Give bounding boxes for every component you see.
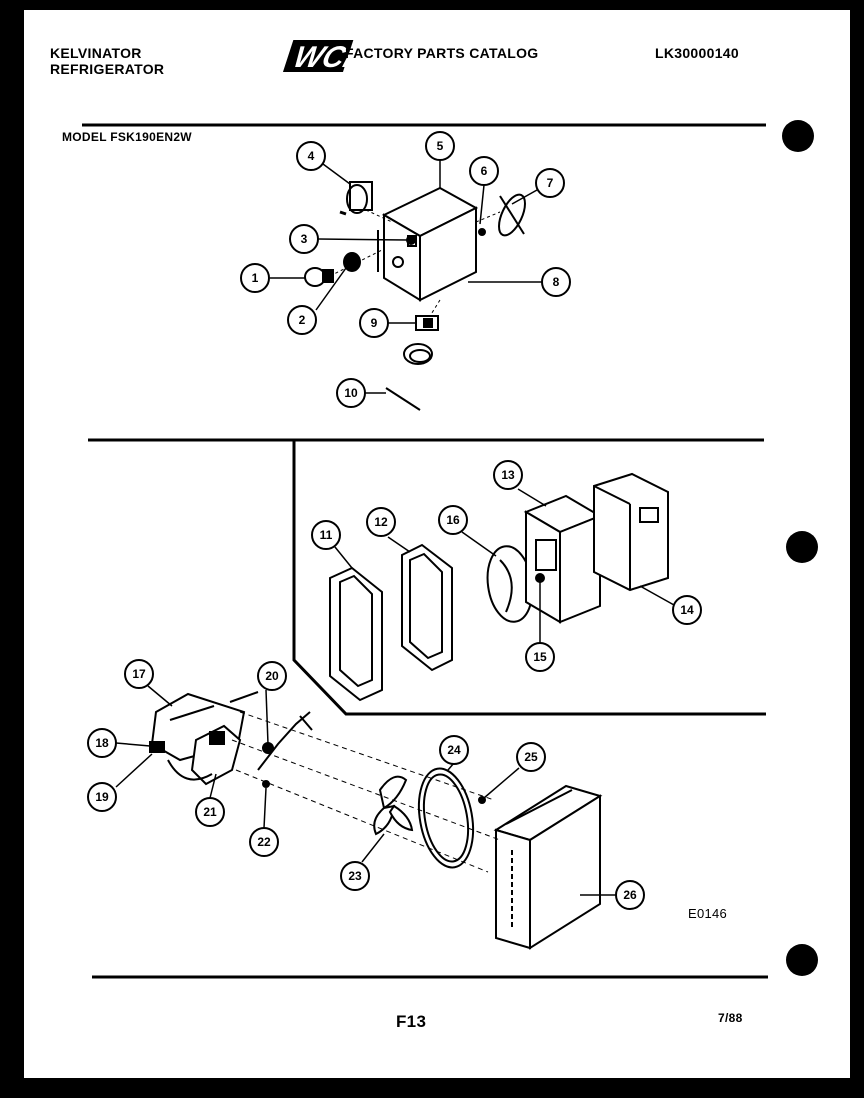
logo-lettering: WCI <box>289 40 354 74</box>
page-number: F13 <box>396 1012 427 1031</box>
wire-part <box>385 387 421 411</box>
lamp-socket-part <box>339 181 373 216</box>
callout-24: 24 <box>447 743 461 757</box>
product-type: REFRIGERATOR <box>50 61 165 77</box>
evaporator-cover-part-26 <box>493 784 603 950</box>
callout-9: 9 <box>371 316 378 330</box>
callout-21: 21 <box>203 805 217 819</box>
wci-logo: WCI <box>282 40 354 74</box>
callout-16: 16 <box>446 513 460 527</box>
callout-10: 10 <box>344 386 358 400</box>
grommet-part-18 <box>149 741 165 753</box>
shaft-part-20 <box>229 691 274 754</box>
callout-8: 8 <box>553 275 560 289</box>
callout-17: 17 <box>132 667 146 681</box>
light-bulb-part <box>304 267 334 287</box>
callout-leaders <box>115 160 675 896</box>
punch-hole-top <box>782 120 814 152</box>
fan-ring-part-24 <box>417 767 475 869</box>
control-box <box>377 186 479 302</box>
bracket-part-22 <box>257 711 313 788</box>
callout-23: 23 <box>348 869 362 883</box>
diagram-id: E0146 <box>688 906 728 921</box>
fan-motor-part-21 <box>167 724 242 786</box>
callout-15: 15 <box>533 650 547 664</box>
callout-20: 20 <box>265 669 279 683</box>
callout-numbers: 1 2 3 4 5 6 7 8 9 10 11 12 13 14 15 16 1… <box>95 139 694 902</box>
light-housing-part-13 <box>523 494 603 624</box>
lens-part-11 <box>329 566 383 702</box>
callout-5: 5 <box>437 139 444 153</box>
dial-part <box>478 193 526 237</box>
callout-4: 4 <box>308 149 315 163</box>
screw-part-25 <box>478 796 486 804</box>
catalog-page <box>24 10 850 1078</box>
callout-11: 11 <box>320 528 333 542</box>
thermostat-part <box>403 315 439 365</box>
brand-block: KELVINATOR REFRIGERATOR <box>50 45 164 77</box>
callout-19: 19 <box>95 790 109 804</box>
catalog-number: LK30000140 <box>655 45 739 61</box>
callout-14: 14 <box>680 603 694 617</box>
callout-13: 13 <box>501 468 515 482</box>
callout-26: 26 <box>623 888 637 902</box>
upper-assembly-leaders <box>329 209 501 317</box>
punch-hole-middle <box>786 531 818 563</box>
lens-part-12 <box>401 543 453 672</box>
callout-6: 6 <box>481 164 488 178</box>
callout-7: 7 <box>547 176 554 190</box>
catalog-title: FACTORY PARTS CATALOG <box>345 45 539 61</box>
fan-assembly-leaders <box>231 711 501 873</box>
callout-1: 1 <box>252 271 259 285</box>
model-label: MODEL FSK190EN2W <box>62 130 192 144</box>
revision-date: 7/88 <box>718 1011 743 1025</box>
callout-18: 18 <box>95 736 109 750</box>
fan-blade-part-23 <box>373 775 414 836</box>
callout-circles <box>87 131 702 910</box>
callout-2: 2 <box>299 313 306 327</box>
callout-22: 22 <box>257 835 271 849</box>
inset-border <box>292 440 766 716</box>
callout-12: 12 <box>374 515 388 529</box>
punch-hole-bottom <box>786 944 818 976</box>
bracket-part-14 <box>593 472 669 592</box>
brand-name: KELVINATOR <box>50 45 142 61</box>
callout-3: 3 <box>301 232 308 246</box>
callout-25: 25 <box>524 750 538 764</box>
